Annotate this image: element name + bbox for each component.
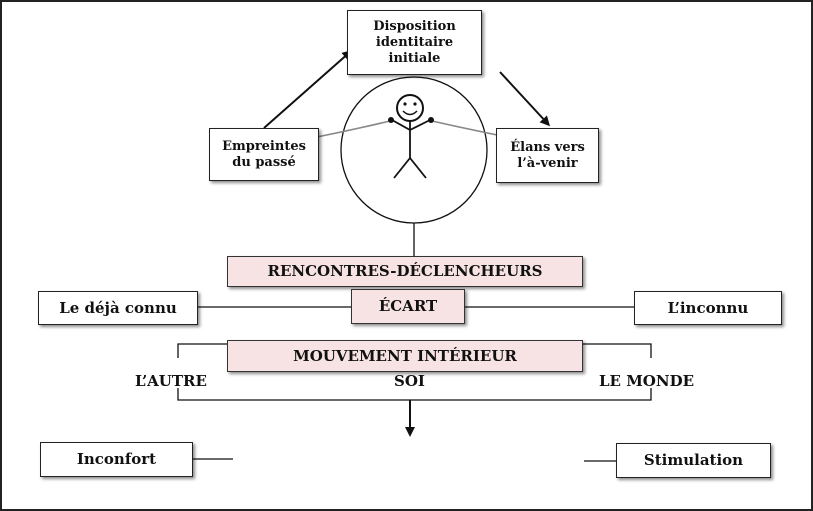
arrow-empreintes-to-disposition <box>263 50 353 129</box>
empreintes-line1: Empreintes <box>222 138 306 154</box>
deja-connu-box: Le déjà connu <box>38 291 198 325</box>
elans-line1: Élans vers <box>510 139 585 155</box>
ecart-box: ÉCART <box>351 289 465 324</box>
stick-figure-icon <box>388 94 434 179</box>
disposition-line2: identitaire <box>375 34 454 50</box>
inconfort-box: Inconfort <box>40 442 193 477</box>
autre-label: L’AUTRE <box>135 372 207 390</box>
stimulation-label: Stimulation <box>643 451 744 469</box>
disposition-line1: Disposition <box>373 18 456 34</box>
inconnu-box: L’inconnu <box>634 291 782 325</box>
stimulation-box: Stimulation <box>616 443 771 478</box>
identity-circle <box>340 76 488 224</box>
deja-connu-label: Le déjà connu <box>59 298 177 317</box>
inconnu-label: L’inconnu <box>667 298 749 317</box>
left-arm-curve <box>311 120 391 139</box>
disposition-identitaire-box: Disposition identitaire initiale <box>347 10 482 75</box>
empreintes-line2: du passé <box>232 154 296 170</box>
arrow-disposition-to-elans <box>499 71 551 127</box>
soi-label: SOI <box>394 372 425 390</box>
elans-vers-avenir-box: Élans vers l’à-venir <box>496 128 599 183</box>
mouvement-label: MOUVEMENT INTÉRIEUR <box>293 346 517 365</box>
elans-line2: l’à-venir <box>517 155 578 171</box>
ecart-label: ÉCART <box>378 297 438 315</box>
rencontres-label: RENCONTRES-DÉCLENCHEURS <box>267 262 543 280</box>
inconfort-label: Inconfort <box>76 450 157 468</box>
mouvement-interieur-box: MOUVEMENT INTÉRIEUR <box>227 340 583 372</box>
disposition-line3: initiale <box>388 50 441 66</box>
monde-label: LE MONDE <box>599 372 695 390</box>
rencontres-declencheurs-box: RENCONTRES-DÉCLENCHEURS <box>227 256 583 287</box>
empreintes-du-passe-box: Empreintes du passé <box>209 128 319 181</box>
